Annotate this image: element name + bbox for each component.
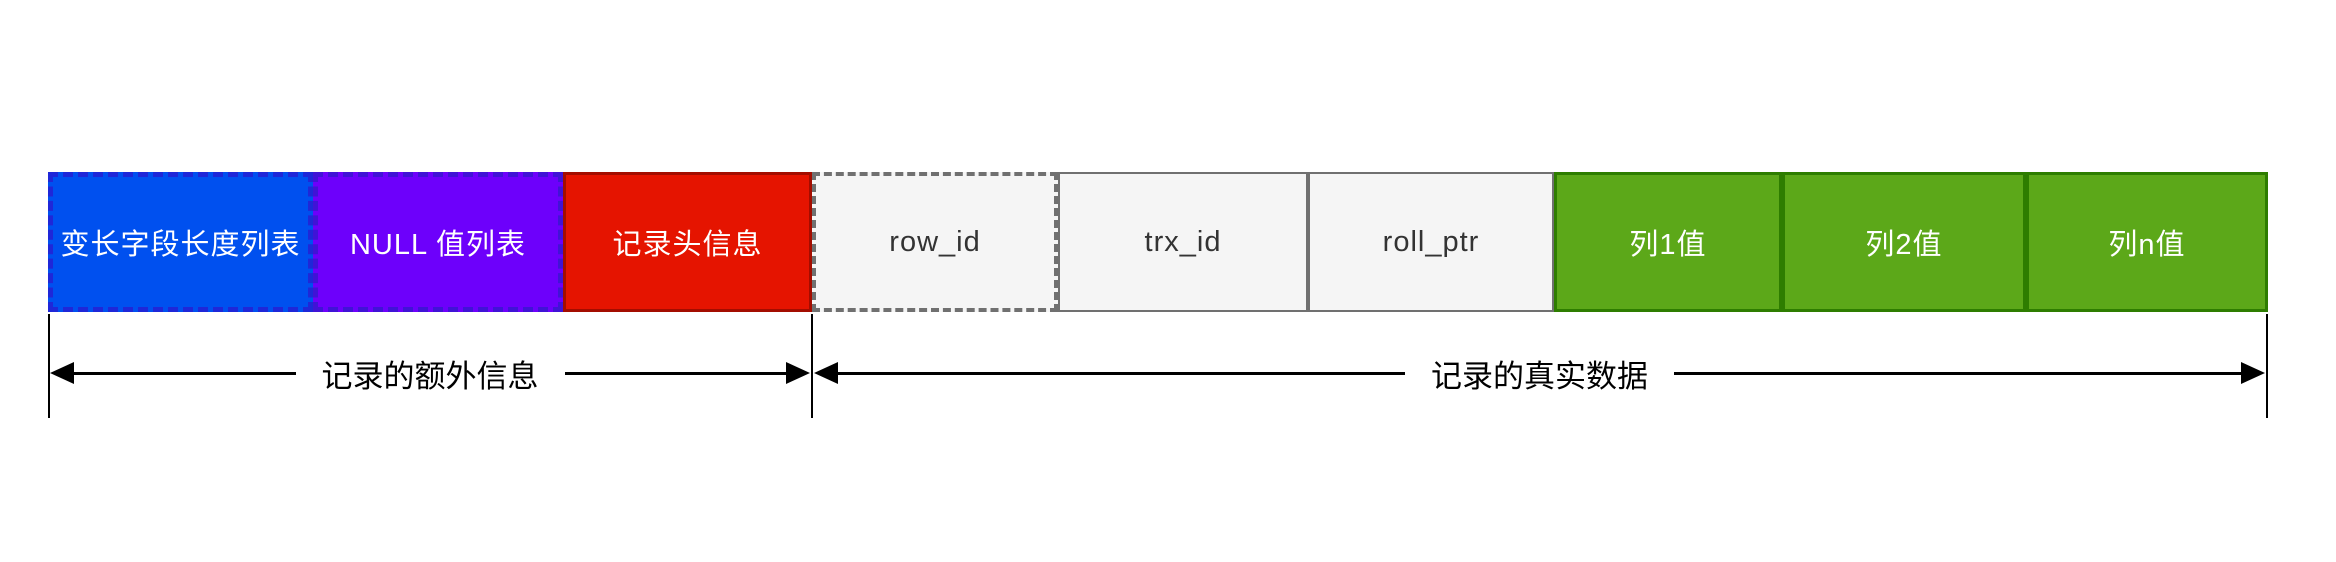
arrow-line [74,371,296,375]
segment-label: 列1值 [1629,229,1707,261]
segment-label: 列2值 [1865,229,1943,261]
segment-label: 变长字段长度列表 [60,229,301,261]
arrow-line [838,371,1405,375]
extra-info-label: 记录的额外信息 [321,358,539,394]
segment-column1-value: 列1值 [1554,172,1782,312]
segment-roll-ptr: roll_ptr [1308,172,1554,312]
boundary-tick-middle [811,314,813,418]
segment-columnN-value: 列n值 [2026,172,2268,312]
segment-record-header-info: 记录头信息 [563,172,812,312]
extra-info-arrow: 记录的额外信息 [50,356,810,394]
real-data-arrow: 记录的真实数据 [814,356,2265,394]
boundary-tick-right [2266,314,2268,418]
arrowhead-right-icon [2241,362,2265,384]
record-bar: 变长字段长度列表 NULL 值列表 记录头信息 row_id trx_id ro… [48,172,2268,312]
boundary-tick-left [48,314,50,418]
arrowhead-right-icon [786,362,810,384]
segment-variable-length-field-list: 变长字段长度列表 [48,172,313,312]
segment-row-id: row_id [812,172,1058,312]
segment-trx-id: trx_id [1058,172,1308,312]
arrowhead-left-icon [50,362,74,384]
segment-label: NULL 值列表 [349,229,527,261]
arrow-line [564,371,786,375]
segment-label: 记录头信息 [612,229,763,261]
segment-null-value-list: NULL 值列表 [313,172,563,312]
segment-label: 列n值 [2108,229,2186,261]
segment-column2-value: 列2值 [1782,172,2026,312]
arrowhead-left-icon [814,362,838,384]
real-data-label: 记录的真实数据 [1431,358,1648,394]
segment-label: roll_ptr [1382,225,1480,258]
segment-label: trx_id [1144,225,1222,258]
segment-label: row_id [889,225,981,258]
arrow-line [1674,371,2241,375]
